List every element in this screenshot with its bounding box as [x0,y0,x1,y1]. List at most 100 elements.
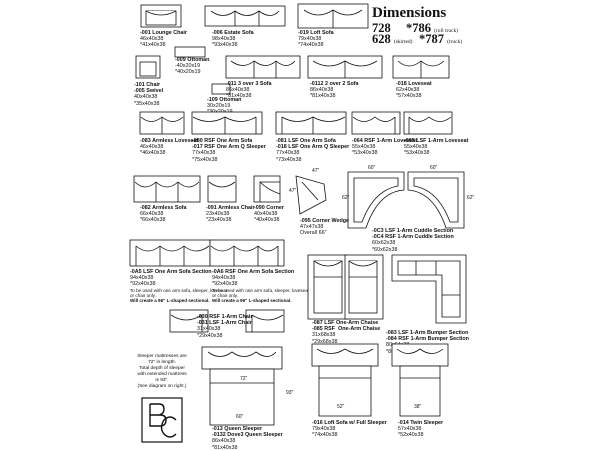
sleeper-note: Sleeper mattresses are 72" in length. To… [134,354,190,390]
queen-sleeper-caption: -013 Queen Sleeper -0132 Dove3 Queen Sle… [212,426,283,451]
piece-dim: *93x40x38 [212,42,238,49]
sleeper-note-line: Total depth of sleeper [139,366,185,371]
piece-dim: *29x68x38 [312,338,338,345]
piece-dim: 77x40x38 [192,150,216,157]
armless-loveseat-drawing [139,111,185,135]
rsf-1arm-loveseat-drawing [351,111,401,135]
code-728: 728 [372,21,391,36]
piece-name: -019 Loft Sofa [298,30,334,36]
piece-name: -0A6 RSF One Arm Sofa Section [212,269,295,275]
bumper-section-drawing [391,254,467,324]
piece-dim: 86x40x38 [310,87,334,94]
loft-sofa-sleeper-drawing [311,343,379,417]
piece-note: or chair only. [130,292,156,298]
code-value: *786 [406,21,431,35]
piece-dim: 47x47x38 [300,224,324,231]
piece-dim: *92x40x38 [212,281,238,288]
lsf-one-arm-sofa-drawing [275,111,347,135]
code-tag: (truck) [447,39,463,45]
piece-name: -018 Loveseat [396,81,432,87]
rsf-one-arm-sofa-caption: -080 RSF One Arm Sofa -017 RSF One Arm Q… [192,138,266,163]
code-value: 728 [372,21,391,35]
piece-name: -082 Armless Sofa [140,205,187,211]
piece-dim: *46x40x38 [140,150,166,157]
piece-dim: *40x40x38 [254,217,280,224]
piece-dim: *40x20x19 [175,69,201,76]
piece-dim: *81x40x38 [310,93,336,100]
piece-name: -095 Corner Wedge [300,218,350,224]
twin-sleeper-drawing [391,343,449,417]
piece-name: -0112 2 over 2 Sofa [310,81,359,87]
lsf-1arm-loveseat-drawing [403,111,453,135]
sleeper-note-line: with extended mattress [137,372,187,377]
piece-dim: 66x40x38 [140,211,164,218]
piece-name: -065 LSF 1-Arm Loveseat [404,138,469,144]
page-title: Dimensions [372,5,447,21]
piece-dim: 55x40x38 [352,144,376,151]
piece-note: Will create a 96" L-shaped sectional. [212,298,292,304]
piece-dim: 57x40x38 [398,426,422,433]
lsf-one-arm-sofa-caption: -081 LSF One Arm Sofa -018 LSF One Arm Q… [276,138,349,163]
lsf-chaise-caption: -087 LSF One-Arm Chaise -085 RSF One-Arm… [312,320,380,345]
piece-dim: *66x40x38 [140,217,166,224]
code-value: 628 [372,32,391,46]
corner-wedge-drawing [295,175,327,215]
loft-sofa-drawing [297,3,369,29]
rsf-chaise-drawing [344,254,384,320]
piece-dim: *74x40x38 [312,432,338,439]
loveseat-drawing [392,55,450,79]
queen-sleeper-drawing [201,346,283,426]
piece-dim: *75x40x38 [192,156,218,163]
piece-name: -109 Ottoman [207,97,242,103]
sleeper-note-line: 72" in length. [148,360,176,365]
piece-dim: 40x40x38 [254,211,278,218]
piece-dim: *57x40x38 [396,93,422,100]
cuddle-side-label: 62" [342,195,350,201]
cuddle-section-2-drawing [407,171,465,229]
piece-dim: 79x40x38 [312,426,336,433]
queen-depth-label: 93" [286,390,294,396]
code-tag: (skirted) [393,39,413,45]
estate-sofa-drawing [204,5,286,27]
piece-dim: 86x40x38 [212,438,236,445]
piece-dim: 86x40x38 [226,87,250,94]
code-628: 628 (skirted) [372,32,413,47]
ottoman-drawing [174,46,206,58]
piece-dim: *73x40x38 [276,156,302,163]
sleeper-note-line: (See diagram on right.) [137,384,187,389]
piece-dim: 46x40x38 [140,144,164,151]
cuddle2-top-label: 60" [430,165,438,171]
ottoman-caption: -009 Ottoman-40x20x19*40x20x19 [175,57,209,76]
piece-note: To be used with one arm sofa, sleeper, l… [130,287,228,293]
piece-name: -009 Ottoman [175,57,210,63]
piece-dim: *29x40x38 [197,332,223,339]
piece-dim: 60x62x38 [372,240,396,247]
wedge-side-label: 47" [289,188,297,194]
piece-name: -087 LSF One-Arm Chaise -085 RSF One-Arm… [312,320,381,333]
piece-name: -090 Corner [254,205,284,211]
rsf-one-arm-sofa-drawing [191,111,263,135]
wedge-top-label: 47" [312,168,320,174]
piece-note: To be used with one arm sofa, sleeper, l… [212,287,310,293]
piece-name: -001 Lounge Chair [140,30,188,36]
piece-dim: 55x40x38 [404,144,428,151]
armless-sofa-drawing [133,175,201,203]
queen-mattress-label: 72" [240,376,248,382]
piece-name: -081 LSF One Arm Sofa -018 LSF One Arm Q… [276,138,350,151]
piece-name: -083 LSF 1-Arm Bumper Section -084 RSF 1… [386,330,469,343]
piece-dim: *35x40x38 [134,100,160,107]
rsf-1arm-chair-drawing [169,309,209,333]
piece-dim: 77x40x38 [276,150,300,157]
cuddle-top-label: 60" [368,165,376,171]
